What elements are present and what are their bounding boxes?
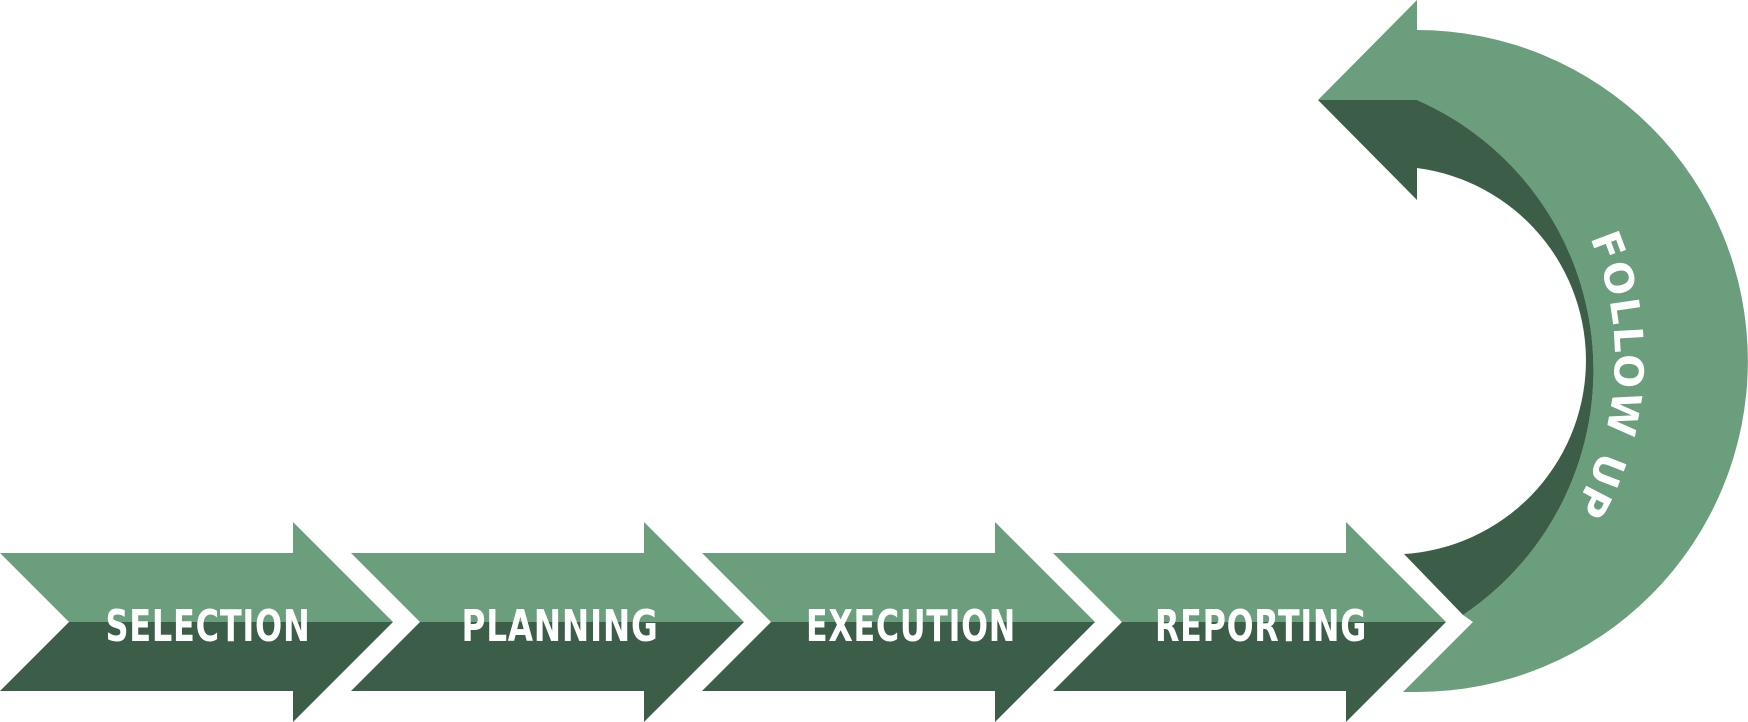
step-arrow-light-half — [1053, 522, 1446, 622]
step-arrow-light-half — [702, 522, 1095, 622]
step-arrow-planning: PLANNING — [351, 522, 744, 722]
step-arrow-dark-half — [351, 622, 744, 722]
step-label: SELECTION — [106, 601, 311, 652]
step-arrow-dark-half — [1053, 622, 1446, 722]
step-arrow-selection: SELECTION — [0, 522, 393, 722]
step-arrow-dark-half — [0, 622, 393, 722]
step-arrow-execution: EXECUTION — [702, 522, 1095, 722]
step-label: PLANNING — [462, 601, 659, 652]
follow-up-arrowhead — [1318, 0, 1417, 100]
step-arrow-light-half — [0, 522, 393, 622]
follow-up-arrow-light-band — [1318, 30, 1748, 692]
step-arrow-light-half — [351, 522, 744, 622]
step-label: REPORTING — [1155, 601, 1367, 652]
step-arrow-dark-half — [702, 622, 1095, 722]
step-label: EXECUTION — [806, 601, 1016, 652]
step-arrow-reporting: REPORTING — [1053, 522, 1446, 722]
